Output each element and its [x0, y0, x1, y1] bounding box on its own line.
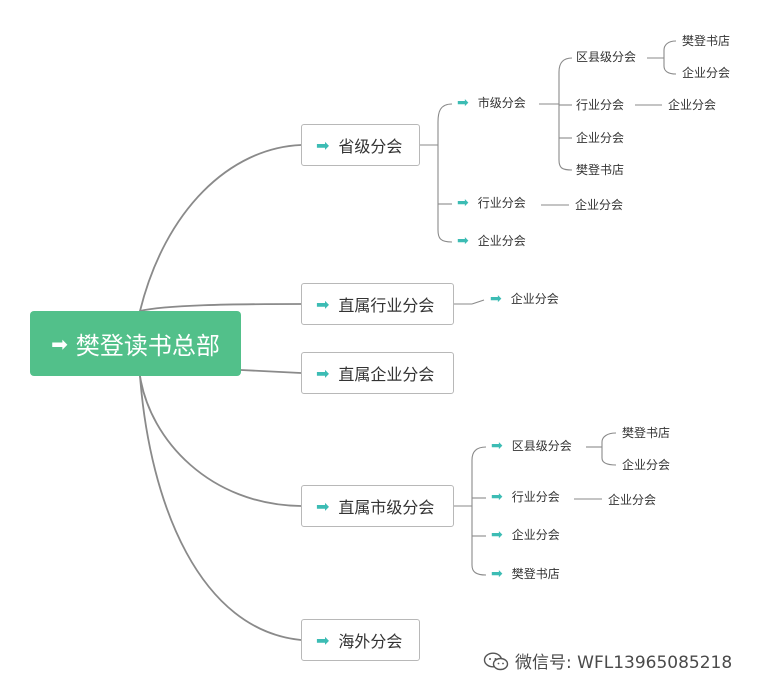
node-label: 区县级分会	[511, 439, 572, 453]
node-prov-city-industry-enterprise[interactable]: 企业分会	[668, 99, 716, 111]
node-label: 企业分会	[682, 66, 731, 80]
node-label: 直属市级分会	[338, 498, 435, 517]
node-provincial[interactable]: ➡ 省级分会	[301, 124, 420, 166]
wechat-logo-icon	[483, 651, 509, 670]
node-prov-city-district-bookstore[interactable]: 樊登书店	[682, 35, 730, 47]
node-label: 企业分会	[622, 458, 671, 472]
node-city-district-enterprise[interactable]: 企业分会	[622, 459, 670, 471]
node-label: 企业分会	[477, 234, 526, 248]
node-label: 行业分会	[511, 490, 560, 504]
right-arrow-icon: ➡	[316, 630, 330, 650]
node-label: 樊登书店	[511, 567, 560, 581]
node-label: 市级分会	[477, 96, 526, 110]
node-label: 海外分会	[338, 632, 403, 651]
node-label: 企业分会	[576, 131, 625, 145]
node-label: 直属企业分会	[338, 365, 435, 384]
right-arrow-icon: ➡	[51, 331, 68, 356]
right-arrow-icon: ➡	[457, 233, 469, 249]
right-arrow-icon: ➡	[316, 363, 330, 383]
node-label: 行业分会	[576, 98, 625, 112]
node-city-district-bookstore[interactable]: 樊登书店	[622, 427, 670, 439]
right-arrow-icon: ➡	[490, 291, 502, 307]
node-prov-industry[interactable]: ➡ 行业分会	[457, 196, 526, 210]
node-city-industry-enterprise[interactable]: 企业分会	[608, 494, 656, 506]
node-prov-city-enterprise[interactable]: 企业分会	[576, 132, 624, 144]
wechat-watermark: 微信号: WFL13965085218	[483, 648, 732, 673]
node-label: 企业分会	[575, 198, 624, 212]
root-node[interactable]: ➡ 樊登读书总部	[30, 311, 241, 376]
node-label: 樊登书店	[622, 426, 671, 440]
node-label: 企业分会	[510, 292, 559, 306]
node-label: 企业分会	[668, 98, 717, 112]
node-city-district[interactable]: ➡ 区县级分会	[491, 439, 572, 453]
node-prov-city-district-enterprise[interactable]: 企业分会	[682, 67, 730, 79]
right-arrow-icon: ➡	[457, 195, 469, 211]
right-arrow-icon: ➡	[491, 489, 503, 505]
node-prov-city-district[interactable]: 区县级分会	[576, 51, 636, 63]
right-arrow-icon: ➡	[316, 294, 330, 314]
node-direct-city[interactable]: ➡ 直属市级分会	[301, 485, 454, 527]
node-city-enterprise[interactable]: ➡ 企业分会	[491, 528, 560, 542]
node-prov-enterprise[interactable]: ➡ 企业分会	[457, 234, 526, 248]
node-label: 行业分会	[477, 196, 526, 210]
right-arrow-icon: ➡	[457, 95, 469, 111]
node-prov-industry-enterprise[interactable]: 企业分会	[575, 199, 623, 211]
node-ind-enterprise[interactable]: ➡ 企业分会	[490, 292, 559, 306]
node-label: 樊登书店	[576, 163, 625, 177]
root-label: 樊登读书总部	[75, 332, 220, 360]
node-direct-enterprise[interactable]: ➡ 直属企业分会	[301, 352, 454, 394]
right-arrow-icon: ➡	[316, 135, 330, 155]
node-label: 企业分会	[608, 493, 657, 507]
node-prov-city-industry[interactable]: 行业分会	[576, 99, 624, 111]
right-arrow-icon: ➡	[316, 496, 330, 516]
node-prov-city-bookstore[interactable]: 樊登书店	[576, 164, 624, 176]
node-overseas[interactable]: ➡ 海外分会	[301, 619, 420, 661]
right-arrow-icon: ➡	[491, 527, 503, 543]
node-prov-city[interactable]: ➡ 市级分会	[457, 96, 526, 110]
node-label: 区县级分会	[576, 50, 637, 64]
node-label: 樊登书店	[682, 34, 731, 48]
watermark-text: 微信号: WFL13965085218	[515, 653, 733, 673]
node-label: 企业分会	[511, 528, 560, 542]
node-city-bookstore[interactable]: ➡ 樊登书店	[491, 567, 560, 581]
node-city-industry[interactable]: ➡ 行业分会	[491, 490, 560, 504]
node-direct-industry[interactable]: ➡ 直属行业分会	[301, 283, 454, 325]
right-arrow-icon: ➡	[491, 566, 503, 582]
node-label: 直属行业分会	[338, 296, 435, 315]
node-label: 省级分会	[338, 137, 403, 156]
right-arrow-icon: ➡	[491, 438, 503, 454]
